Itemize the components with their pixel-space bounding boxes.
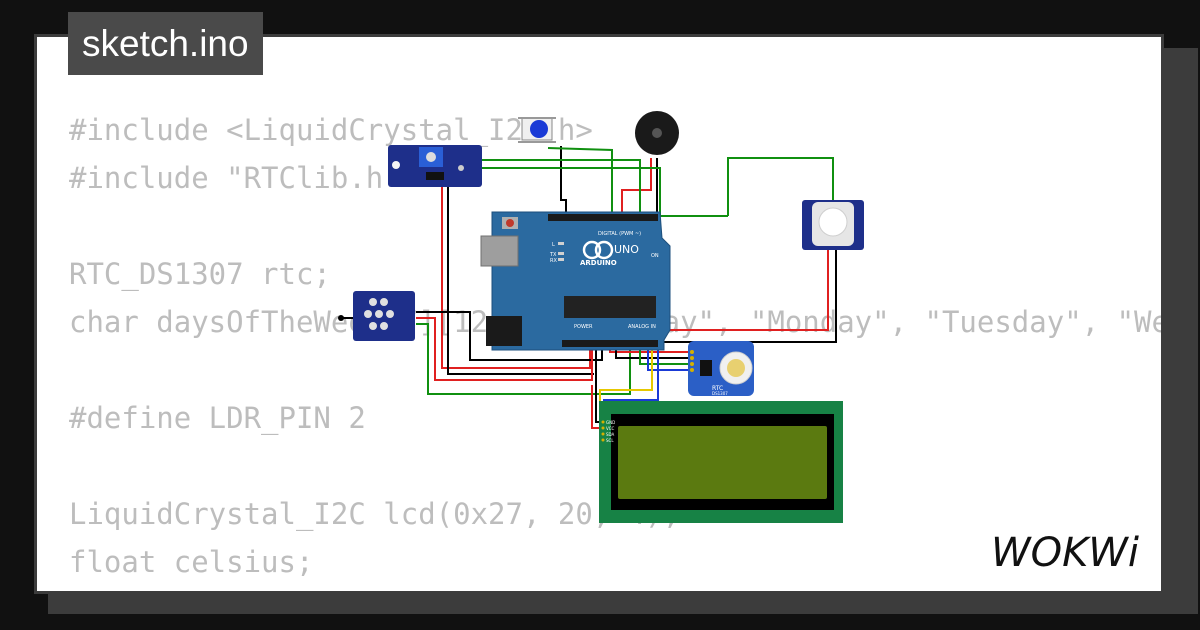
ldr-cell xyxy=(392,161,400,169)
usb-port xyxy=(480,235,519,267)
wire-green xyxy=(547,147,613,217)
power-jack xyxy=(486,316,522,346)
rtc-pin xyxy=(690,356,694,360)
lcd-pin-label: SDA xyxy=(606,432,615,437)
lcd-pin xyxy=(601,438,605,442)
lcd-display[interactable]: GND VCC SDA SCL xyxy=(599,401,843,523)
analog-label: ANALOG IN xyxy=(628,324,656,330)
wire-green xyxy=(639,345,690,365)
code-line: LiquidCrystal_I2C lcd(0x27, 20, 4); xyxy=(69,497,681,531)
code-line: float celsius; xyxy=(69,545,314,579)
analog-power-header xyxy=(562,340,658,347)
lcd-pin-label: VCC xyxy=(606,426,615,431)
ntc-temperature-sensor[interactable] xyxy=(338,291,415,341)
buzzer[interactable] xyxy=(635,111,679,155)
ldr-sensor-module[interactable] xyxy=(388,145,482,187)
ntc-hole xyxy=(380,298,388,306)
rtc-module[interactable]: RTC DS1307 xyxy=(688,341,754,396)
wire-black xyxy=(560,146,567,217)
led-label: RX xyxy=(550,258,557,264)
led-label: TX xyxy=(549,252,557,258)
wire-black xyxy=(447,182,594,375)
board-maker: ARDUINO xyxy=(580,259,617,267)
led-tx xyxy=(558,252,564,255)
rtc-pin xyxy=(690,362,694,366)
on-label: ON xyxy=(651,253,659,259)
wire-red xyxy=(621,158,652,217)
pir-sensor[interactable] xyxy=(802,200,864,250)
digital-header xyxy=(548,214,658,221)
pir-dome xyxy=(818,207,848,237)
board-brand: UNO xyxy=(614,243,639,256)
ntc-hole xyxy=(364,310,372,318)
ntc-pcb xyxy=(353,291,415,341)
ntc-hole xyxy=(369,298,377,306)
pushbutton-icon[interactable] xyxy=(530,120,548,138)
arduino-logo-left xyxy=(582,240,602,260)
pushbutton[interactable] xyxy=(518,117,556,143)
lcd-pin-label: GND xyxy=(606,420,615,425)
code-line: #include "RTClib.h" xyxy=(69,161,401,195)
wire-green xyxy=(416,323,631,395)
ldr-pot-knob xyxy=(426,152,436,162)
rtc-pin xyxy=(690,368,694,372)
ldr-led xyxy=(458,165,464,171)
lcd-screen xyxy=(618,426,827,499)
wire-red xyxy=(416,317,593,381)
wire-green xyxy=(480,159,641,217)
wire-green xyxy=(727,157,834,216)
rtc-battery xyxy=(727,359,745,377)
led-rx xyxy=(558,258,564,261)
arduino-uno-board[interactable]: UNO ARDUINO DIGITAL (PWM ~) ANALOG IN PO… xyxy=(480,211,671,351)
wire-red xyxy=(441,182,591,369)
ntc-hole xyxy=(375,310,383,318)
buzzer-center xyxy=(652,128,662,138)
wokwi-logo: WOKWi xyxy=(991,530,1139,576)
ntc-hole xyxy=(369,322,377,330)
digital-label: DIGITAL (PWM ~) xyxy=(598,231,641,237)
lcd-pin xyxy=(601,420,605,424)
lcd-pin xyxy=(601,426,605,430)
code-line: RTC_DS1307 rtc; xyxy=(69,257,331,291)
lcd-pin-labels: GND VCC SDA SCL xyxy=(601,420,615,443)
wire-black xyxy=(416,311,603,361)
ntc-hole xyxy=(386,310,394,318)
wokwi-logo-text: WOKWi xyxy=(991,530,1139,576)
lcd-pin xyxy=(601,432,605,436)
ntc-hole xyxy=(380,322,388,330)
power-label: POWER xyxy=(574,324,593,330)
code-line: #define LDR_PIN 2 xyxy=(69,401,366,435)
led-l xyxy=(558,242,564,245)
wire-blue xyxy=(647,345,690,371)
ldr-chip xyxy=(426,172,444,180)
reset-button[interactable] xyxy=(506,219,514,227)
arduino-logo-right xyxy=(594,240,614,260)
wire-green xyxy=(480,167,661,217)
rtc-sublabel: DS1307 xyxy=(712,391,728,396)
rtc-chip xyxy=(700,360,712,376)
file-title: sketch.ino xyxy=(68,12,263,75)
atmega-chip xyxy=(564,296,656,318)
led-label: L xyxy=(552,242,555,248)
rtc-pin xyxy=(690,350,694,354)
lcd-pin-label: SCL xyxy=(606,438,614,443)
rtc-label: RTC xyxy=(712,385,723,392)
